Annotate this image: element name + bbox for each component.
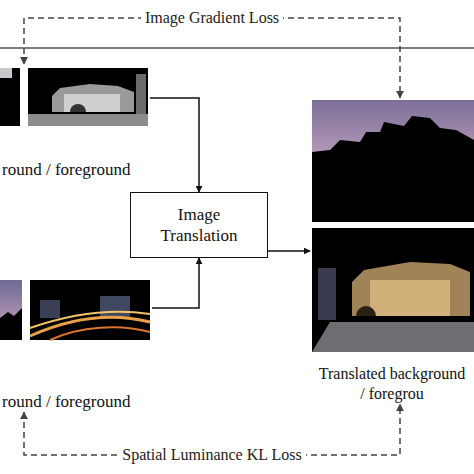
translated-foreground-image-part: [352, 262, 470, 316]
background-image-bottom-part: [0, 308, 22, 340]
foreground-image-top-part: [28, 68, 148, 126]
flow-arrow: [268, 250, 310, 252]
foreground-image-top-part: [136, 74, 146, 114]
translated-foreground-image-part: [318, 268, 336, 320]
loss-connector: [24, 18, 400, 98]
translated-foreground-image-part: [312, 322, 474, 352]
foreground-image-bottom-part: [30, 312, 150, 328]
foreground-image-bottom-part: [40, 300, 60, 318]
image-caption: round / foreground: [2, 391, 130, 412]
flow-arrow: [152, 258, 199, 308]
image-caption: round / foreground: [2, 159, 130, 180]
flow-arrow: [150, 98, 199, 192]
foreground-image-bottom-part: [30, 317, 150, 336]
foreground-image-bottom-part: [30, 280, 150, 340]
translated-image-pair: Translated background / foregrou: [310, 98, 474, 404]
process-box: Image Translation: [130, 192, 268, 258]
loss-label: Spatial Luminance KL Loss: [118, 446, 305, 464]
background-image-bottom-part: [0, 280, 22, 340]
background-image-top-part: [0, 68, 20, 126]
translated-foreground-image-part: [370, 280, 450, 316]
image-pair: round / foreground: [0, 276, 152, 412]
translated-foreground-image: [312, 228, 474, 352]
translated-foreground-image-part: [356, 306, 376, 316]
foreground-image-top-part: [70, 104, 86, 112]
background-image-top: [0, 68, 20, 126]
box-label: Image Translation: [147, 204, 251, 247]
background-image-bottom: [0, 280, 22, 340]
foreground-image-top-part: [64, 94, 120, 112]
translated-background-image-part: [312, 100, 474, 222]
foreground-image-bottom: [30, 280, 150, 340]
background-image-top-part: [0, 68, 12, 78]
foreground-image-top-part: [28, 114, 148, 126]
translated-background-image-part: [312, 116, 474, 222]
image-pair: round / foreground: [0, 64, 150, 180]
foreground-image-bottom-part: [100, 296, 130, 318]
foreground-image-top-part: [52, 84, 134, 112]
foreground-image-top: [28, 68, 148, 126]
image-caption: Translated background / foregrou: [317, 364, 467, 404]
divider-line: [0, 47, 474, 49]
foreground-image-bottom-part: [50, 327, 150, 340]
loss-label: Image Gradient Loss: [141, 9, 283, 27]
translated-background-image: [312, 100, 474, 222]
translated-foreground-image-part: [312, 228, 474, 352]
